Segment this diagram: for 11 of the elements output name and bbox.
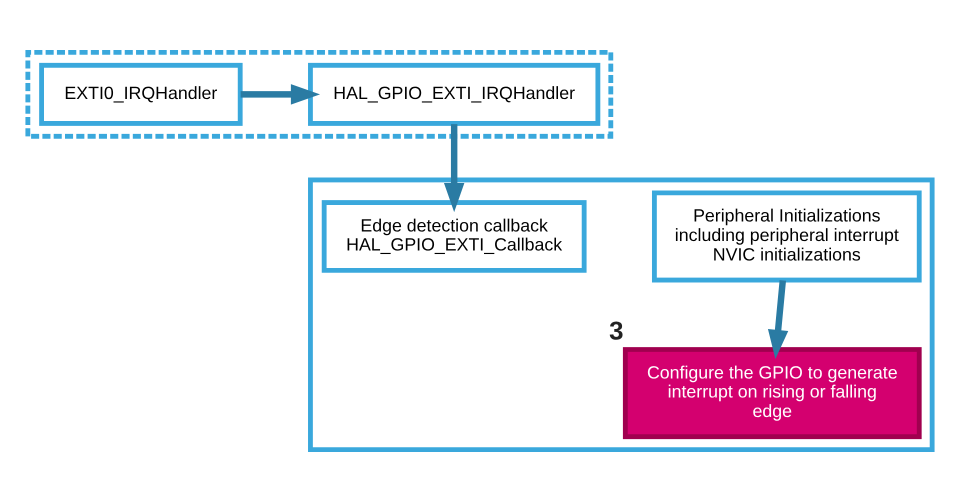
cluster: [25, 49, 614, 138]
cluster: [308, 177, 935, 452]
node-box: Edge detection callback HAL_GPIO_EXTI_Callback: [322, 200, 587, 272]
node-box: Peripheral Initializations including peripheral interrupt NVIC initializations: [652, 190, 922, 282]
arrow: [444, 124, 464, 212]
node-box: HAL_GPIO_EXTI_IRQHandler: [308, 62, 600, 126]
arrow: [768, 280, 788, 359]
node-box: Configure the GPIO to generate interrupt on rising or falling edge: [622, 346, 922, 439]
arrow: [240, 84, 320, 104]
node-label: 3: [609, 316, 624, 345]
node-box: EXTI0_IRQHandler: [39, 62, 243, 126]
